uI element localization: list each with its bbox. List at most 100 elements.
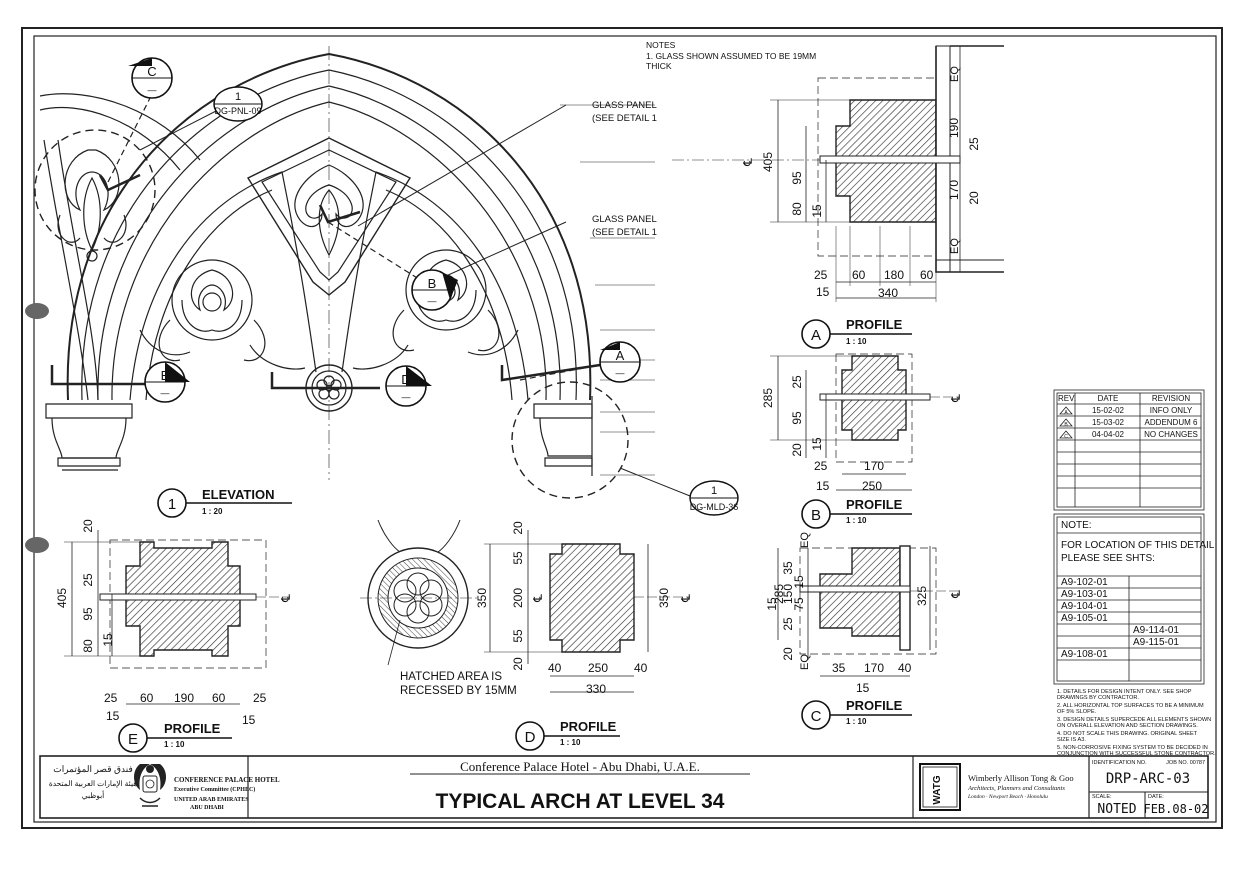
section-marker-a: A — xyxy=(599,341,641,383)
svg-text:HATCHED AREA IS: HATCHED AREA IS xyxy=(400,671,502,683)
profile-b-dims: 285 25 95 15 20 ℄ 25 170 15 250 xyxy=(761,375,963,493)
svg-text:D: D xyxy=(525,729,536,746)
svg-text:25: 25 xyxy=(81,573,95,587)
svg-text:CONJUNCTION WITH SUCCESSFUL ST: CONJUNCTION WITH SUCCESSFUL STONE CONTRA… xyxy=(1057,751,1216,757)
svg-text:80: 80 xyxy=(790,202,804,216)
svg-text:(SEE DETAIL 1: (SEE DETAIL 1 xyxy=(592,227,657,238)
svg-text:DRP-ARC-03: DRP-ARC-03 xyxy=(1106,771,1190,787)
profile-e-drawing xyxy=(64,530,290,705)
svg-text:15: 15 xyxy=(792,575,806,589)
svg-text:SIZE IS A3.: SIZE IS A3. xyxy=(1057,737,1086,743)
drawing-title: TYPICAL ARCH AT LEVEL 34 xyxy=(436,790,725,813)
svg-text:25: 25 xyxy=(253,691,267,705)
svg-text:NOTED: NOTED xyxy=(1097,802,1136,817)
notes-block: NOTES 1. GLASS SHOWN ASSUMED TO BE 19MM … xyxy=(646,40,816,71)
client-block: فندق قصر المؤتمرات هيئة الإمارات العربية… xyxy=(49,764,280,811)
svg-text:150: 150 xyxy=(781,584,795,604)
svg-text:—: — xyxy=(161,388,170,398)
svg-text:1 : 20: 1 : 20 xyxy=(202,507,223,516)
svg-text:E: E xyxy=(128,731,138,748)
svg-text:25: 25 xyxy=(104,691,118,705)
svg-text:ADDENDUM 6: ADDENDUM 6 xyxy=(1145,418,1198,427)
svg-text:PROFILE: PROFILE xyxy=(846,317,903,332)
svg-text:ELEVATION: ELEVATION xyxy=(202,487,274,502)
svg-text:Executive Committee (CPHEC): Executive Committee (CPHEC) xyxy=(174,786,255,793)
svg-text:405: 405 xyxy=(55,588,69,608)
svg-text:C: C xyxy=(147,64,156,79)
svg-text:GLASS PANEL: GLASS PANEL xyxy=(592,214,657,225)
svg-text:20: 20 xyxy=(511,521,525,535)
title-block xyxy=(39,755,1209,819)
svg-text:1: 1 xyxy=(711,485,717,497)
profile-a-drawing xyxy=(672,45,1004,302)
svg-text:ABU DHABI: ABU DHABI xyxy=(190,805,225,811)
svg-text:JOB NO. 00787: JOB NO. 00787 xyxy=(1166,760,1205,766)
svg-text:—: — xyxy=(402,392,411,402)
svg-text:RECESSED BY 15MM: RECESSED BY 15MM xyxy=(400,685,517,697)
firm-block: WATG Wimberly Allison Tong & Goo Archite… xyxy=(919,763,1074,811)
binder-hole-bottom xyxy=(25,537,49,553)
svg-text:℄: ℄ xyxy=(531,594,545,603)
svg-text:15: 15 xyxy=(816,285,830,299)
svg-text:330: 330 xyxy=(586,682,606,696)
svg-text:REV.: REV. xyxy=(1058,394,1076,403)
section-marker-e: E — xyxy=(144,361,190,403)
svg-text:25: 25 xyxy=(814,459,828,473)
binder-hole-top xyxy=(25,303,49,319)
svg-text:190: 190 xyxy=(174,691,194,705)
svg-text:IDENTIFICATION NO.: IDENTIFICATION NO. xyxy=(1092,760,1147,766)
svg-text:EQ: EQ xyxy=(949,238,961,254)
svg-text:55: 55 xyxy=(511,629,525,643)
watg-logo-icon: WATG xyxy=(932,775,943,804)
svg-text:SCALE:: SCALE: xyxy=(1092,794,1112,800)
svg-text:25: 25 xyxy=(781,617,795,631)
svg-text:ON OVERALL ELEVATION AND SECTI: ON OVERALL ELEVATION AND SECTION DRAWING… xyxy=(1057,723,1198,729)
detail-ref-moulding: 1 DG-MLD-36 xyxy=(689,480,739,516)
svg-text:NOTE:: NOTE: xyxy=(1061,520,1092,531)
svg-text:250: 250 xyxy=(588,661,608,675)
profile-c-dims: 285 35 15 150 75 15 25 20 EQ EQ 325 ℄ 35… xyxy=(765,532,963,695)
svg-text:1 : 10: 1 : 10 xyxy=(846,516,867,525)
svg-text:هيئة الإمارات العربية المتحدة: هيئة الإمارات العربية المتحدة xyxy=(49,779,137,788)
svg-text:60: 60 xyxy=(920,268,934,282)
svg-text:1: 1 xyxy=(235,91,241,103)
svg-text:EQ: EQ xyxy=(949,66,961,82)
svg-text:—: — xyxy=(148,85,157,95)
profile-d-title: D PROFILE 1 : 10 xyxy=(515,719,620,751)
svg-text:15: 15 xyxy=(856,681,870,695)
svg-text:℄: ℄ xyxy=(949,590,963,599)
note-box xyxy=(1053,513,1205,685)
svg-text:15: 15 xyxy=(765,597,779,611)
svg-text:℄: ℄ xyxy=(741,158,755,167)
svg-text:CONFERENCE PALACE HOTEL: CONFERENCE PALACE HOTEL xyxy=(174,776,280,784)
svg-text:B: B xyxy=(1064,422,1068,428)
svg-text:285: 285 xyxy=(761,388,775,408)
svg-text:—: — xyxy=(616,368,625,378)
svg-text:A9-102-01: A9-102-01 xyxy=(1061,577,1108,588)
svg-text:℄: ℄ xyxy=(949,394,963,403)
svg-text:95: 95 xyxy=(790,171,804,185)
svg-text:NO CHANGES: NO CHANGES xyxy=(1144,430,1198,439)
svg-text:B: B xyxy=(428,276,437,291)
svg-text:A9-104-01: A9-104-01 xyxy=(1061,601,1108,612)
svg-text:Architects, Planners and Consu: Architects, Planners and Consultants xyxy=(967,785,1065,792)
left-rosette xyxy=(158,259,266,362)
svg-text:60: 60 xyxy=(852,268,866,282)
svg-text:1 : 10: 1 : 10 xyxy=(560,738,581,747)
inner-border xyxy=(33,35,1217,823)
svg-text:15: 15 xyxy=(101,633,115,647)
svg-text:15-02-02: 15-02-02 xyxy=(1092,406,1125,415)
profile-c-title: C PROFILE 1 : 10 xyxy=(801,698,912,730)
outer-border xyxy=(21,27,1223,829)
svg-text:170: 170 xyxy=(947,180,961,200)
svg-text:A9-115-01: A9-115-01 xyxy=(1133,637,1179,648)
drawing-id-block: IDENTIFICATION NO. JOB NO. 00787 DRP-ARC… xyxy=(1092,760,1209,817)
svg-text:GLASS PANEL: GLASS PANEL xyxy=(592,100,657,111)
svg-text:PROFILE: PROFILE xyxy=(560,719,617,734)
profile-e-title: E PROFILE 1 : 10 xyxy=(118,721,232,753)
svg-text:200: 200 xyxy=(511,588,525,608)
svg-text:EQ: EQ xyxy=(799,532,811,548)
svg-text:INFO ONLY: INFO ONLY xyxy=(1150,406,1193,415)
profile-d-dims: 20 55 350 200 ℄ 55 20 350 ℄ 40 250 40 33… xyxy=(475,521,693,696)
